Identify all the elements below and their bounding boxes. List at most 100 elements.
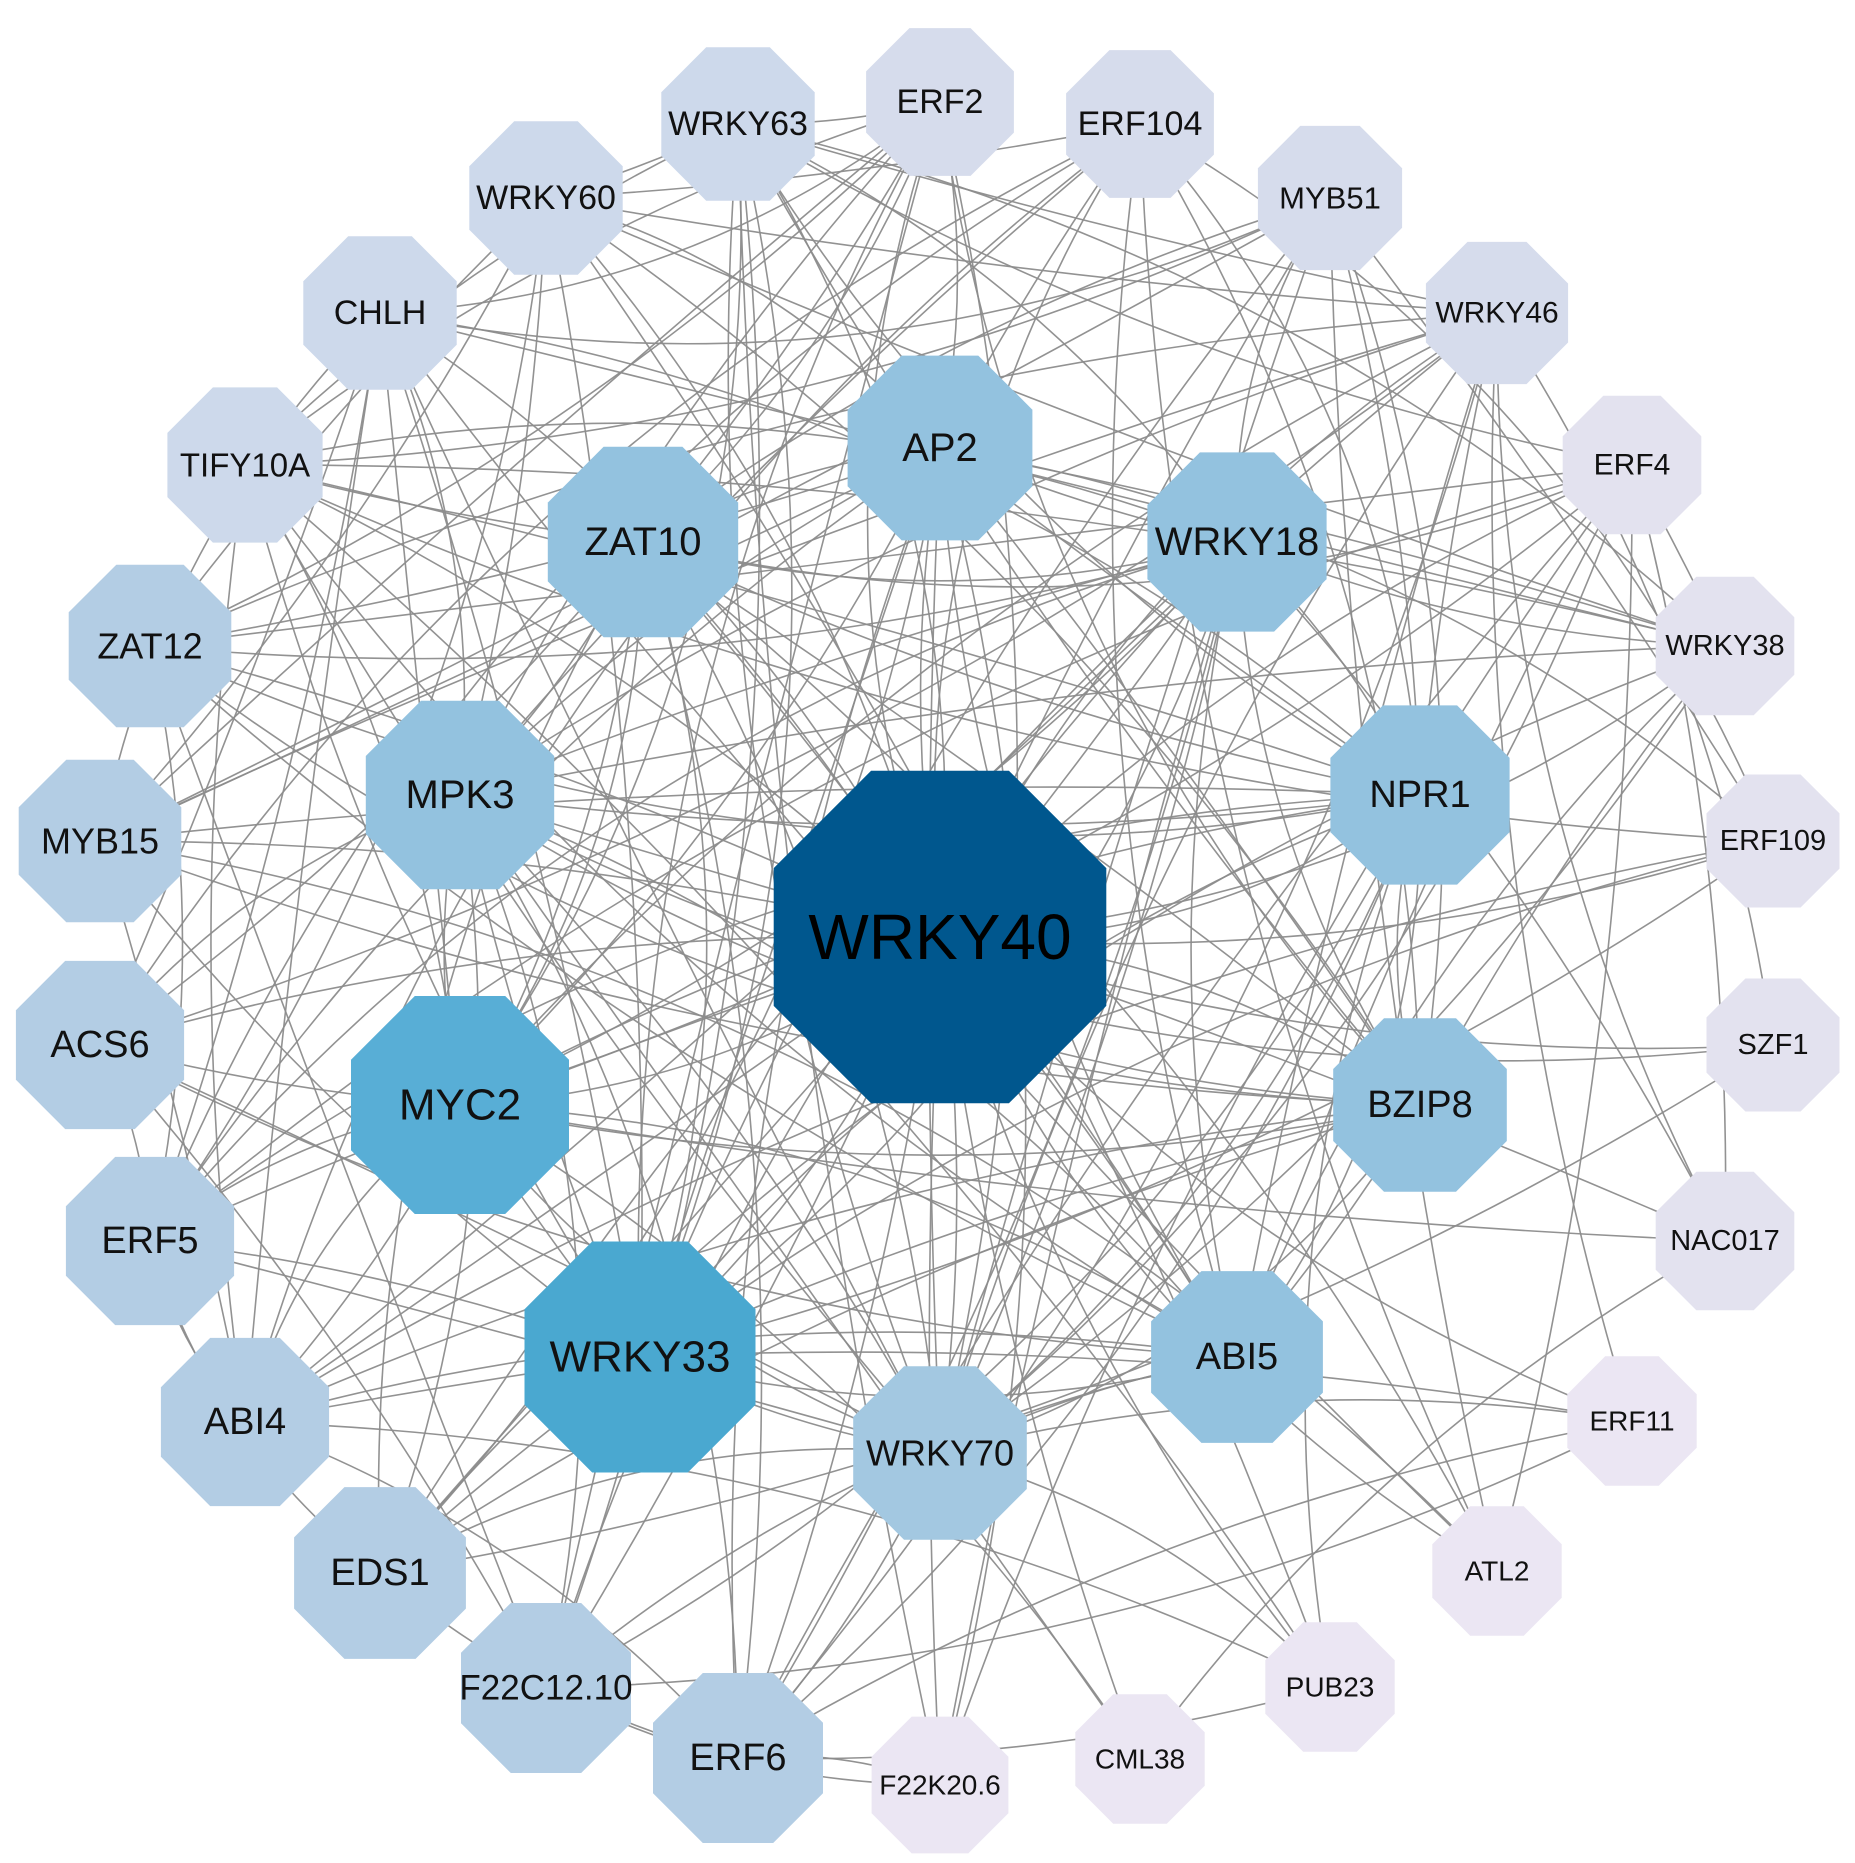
edge-ERF6-NPR1 — [737, 794, 1421, 1759]
node-nac017[interactable]: NAC017 — [1655, 1171, 1795, 1311]
node-abi4[interactable]: ABI4 — [160, 1337, 330, 1507]
edge-ZAT12-ERF2 — [149, 101, 941, 647]
node-octagon — [866, 28, 1014, 176]
edge-ERF2-CHLH — [379, 101, 941, 314]
node-label: WRKY18 — [1155, 520, 1320, 564]
edge-EDS1-SZF1 — [379, 1044, 1774, 1574]
edge-MYB51-ERF109 — [1329, 197, 1774, 842]
edge-CHLH-WRKY70 — [379, 312, 941, 1454]
node-octagon — [547, 446, 739, 638]
edge-WRKY18-WRKY70 — [939, 541, 1238, 1454]
node-szf1[interactable]: SZF1 — [1706, 978, 1840, 1112]
node-label: ERF109 — [1720, 825, 1826, 857]
edge-ZAT12-NPR1 — [149, 645, 1421, 838]
node-bzip8[interactable]: BZIP8 — [1333, 1018, 1507, 1192]
node-ap2[interactable]: AP2 — [847, 355, 1033, 541]
node-octagon — [469, 121, 623, 275]
node-erf5[interactable]: ERF5 — [65, 1156, 235, 1326]
node-abi5[interactable]: ABI5 — [1151, 1271, 1323, 1443]
node-wrky70[interactable]: WRKY70 — [853, 1366, 1027, 1540]
node-label: ZAT10 — [584, 520, 701, 564]
node-wrky38[interactable]: WRKY38 — [1655, 576, 1795, 716]
node-octagon — [365, 700, 555, 890]
edge-TIFY10A-NPR1 — [244, 464, 1421, 796]
node-wrky40[interactable]: WRKY40 — [773, 770, 1107, 1104]
node-wrky18[interactable]: WRKY18 — [1147, 452, 1327, 632]
node-octagon — [1425, 241, 1569, 385]
node-octagon — [1655, 1171, 1795, 1311]
edge-WRKY18-ABI5 — [1190, 541, 1238, 1358]
edge-ZAT12-F22C12.10 — [149, 645, 547, 1689]
edge-TIFY10A-ABI5 — [244, 464, 1238, 1358]
node-erf104[interactable]: ERF104 — [1066, 50, 1214, 198]
edge-ERF4-WRKY70 — [939, 464, 1633, 1454]
edge-ABI4-BZIP8 — [244, 1104, 1421, 1423]
edge-CML38-MYC2 — [459, 1104, 1141, 1760]
node-erf11[interactable]: ERF11 — [1567, 1356, 1697, 1486]
node-eds1[interactable]: EDS1 — [294, 1487, 466, 1659]
edge-WRKY60-MYB15 — [99, 197, 547, 842]
edge-ERF104-WRKY60 — [545, 123, 1141, 199]
edge-ERF104-NPR1 — [1139, 123, 1421, 796]
node-octagon — [524, 1241, 756, 1473]
node-zat10[interactable]: ZAT10 — [547, 446, 739, 638]
node-acs6[interactable]: ACS6 — [15, 960, 185, 1130]
node-erf6[interactable]: ERF6 — [653, 1673, 823, 1843]
node-label: F22C12.10 — [459, 1669, 632, 1708]
node-tify10a[interactable]: TIFY10A — [167, 387, 323, 543]
node-label: MYB15 — [41, 821, 159, 862]
node-octagon — [1257, 125, 1403, 271]
node-wrky60[interactable]: WRKY60 — [469, 121, 623, 275]
node-octagon — [351, 996, 569, 1214]
node-octagon — [1066, 50, 1214, 198]
node-octagon — [65, 1156, 235, 1326]
edge-WRKY38-CHLH — [379, 312, 1726, 647]
node-label: ACS6 — [50, 1024, 149, 1066]
edge-ERF5-WRKY18 — [149, 541, 1238, 1242]
node-erf2[interactable]: ERF2 — [866, 28, 1014, 176]
node-wrky33[interactable]: WRKY33 — [524, 1241, 756, 1473]
node-zat12[interactable]: ZAT12 — [68, 564, 232, 728]
node-wrky63[interactable]: WRKY63 — [661, 47, 815, 201]
node-pub23[interactable]: PUB23 — [1265, 1622, 1395, 1752]
node-f22c12-10[interactable]: F22C12.10 — [459, 1603, 633, 1773]
node-erf109[interactable]: ERF109 — [1706, 774, 1840, 908]
node-octagon — [18, 759, 182, 923]
edge-MYC2-AP2 — [459, 447, 941, 1106]
node-octagon — [1147, 452, 1327, 632]
edge-TIFY10A-ABI4 — [210, 464, 246, 1423]
node-label: WRKY70 — [866, 1433, 1014, 1474]
edge-CHLH-ABI4 — [244, 312, 381, 1423]
node-mpk3[interactable]: MPK3 — [365, 700, 555, 890]
edge-ERF5-CHLH — [149, 312, 381, 1242]
edge-ERF5-ZAT12 — [149, 645, 184, 1242]
node-wrky46[interactable]: WRKY46 — [1425, 241, 1569, 385]
node-f22k20-6[interactable]: F22K20.6 — [871, 1716, 1009, 1854]
node-myb51[interactable]: MYB51 — [1257, 125, 1403, 271]
node-chlh[interactable]: CHLH — [303, 236, 457, 390]
node-label: SZF1 — [1738, 1029, 1809, 1061]
node-octagon — [160, 1337, 330, 1507]
node-label: AP2 — [902, 426, 978, 470]
edge-TIFY10A-WRKY33 — [244, 464, 641, 1358]
node-octagon — [847, 355, 1033, 541]
edge-F22K20.6-WRKY18 — [939, 541, 1238, 1786]
edge-CHLH-MYB15 — [99, 312, 381, 842]
edge-ERF2-MPK3 — [459, 101, 941, 796]
node-erf4[interactable]: ERF4 — [1562, 395, 1702, 535]
node-label: MYC2 — [399, 1081, 521, 1130]
edge-WRKY63-NPR1 — [737, 123, 1421, 796]
node-octagon — [1706, 774, 1840, 908]
node-cml38[interactable]: CML38 — [1075, 1694, 1205, 1824]
node-label: CML38 — [1095, 1744, 1185, 1775]
edge-ERF11-ERF6 — [737, 1420, 1633, 1759]
edge-MYB15-ERF2 — [99, 101, 941, 842]
edge-ERF4-ATL2 — [1496, 464, 1633, 1572]
edge-ACS6-ERF2 — [99, 101, 941, 1046]
edge-WRKY38-WRKY63 — [737, 123, 1726, 647]
node-npr1[interactable]: NPR1 — [1330, 705, 1510, 885]
node-myc2[interactable]: MYC2 — [351, 996, 569, 1214]
node-myb15[interactable]: MYB15 — [18, 759, 182, 923]
edge-EDS1-BZIP8 — [379, 1104, 1421, 1574]
node-atl2[interactable]: ATL2 — [1432, 1506, 1562, 1636]
